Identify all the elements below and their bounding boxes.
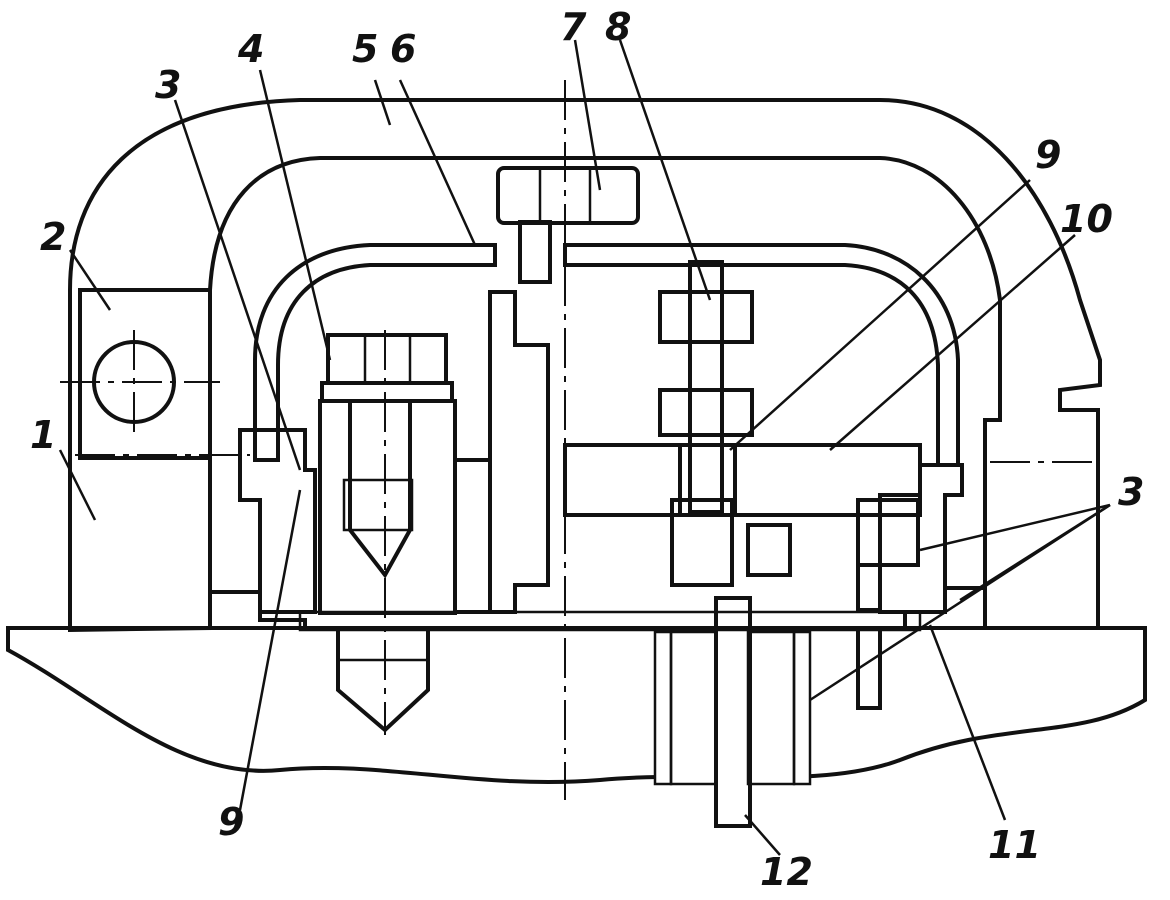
bolt-4-bore bbox=[348, 399, 412, 579]
nut-middle bbox=[658, 388, 754, 437]
label-9-top: 9 bbox=[1035, 133, 1061, 177]
bolt-4-assembly bbox=[318, 330, 457, 735]
bolt-4-head bbox=[326, 333, 448, 385]
insulator-skirt bbox=[453, 458, 492, 614]
label-3-left: 3 bbox=[155, 63, 181, 107]
label-1: 1 bbox=[30, 413, 56, 457]
label-8: 8 bbox=[605, 5, 631, 49]
knob-head bbox=[496, 166, 640, 225]
hinge-boss bbox=[78, 288, 212, 460]
nut-upper bbox=[658, 290, 754, 344]
contact-block bbox=[670, 498, 734, 587]
label-9-bottom: 9 bbox=[218, 800, 244, 844]
label-10: 10 bbox=[1060, 197, 1113, 241]
bolt-4-stud bbox=[318, 399, 457, 615]
callout-labels: 1 2 3 4 5 6 7 8 9 10 3 9 11 12 bbox=[30, 5, 1144, 894]
threaded-hole bbox=[336, 626, 430, 733]
bolt-4-washer bbox=[320, 381, 454, 403]
label-11: 11 bbox=[988, 823, 1041, 867]
stud-8 bbox=[688, 260, 724, 514]
pin-12 bbox=[714, 596, 752, 828]
label-2: 2 bbox=[40, 215, 66, 259]
clamp-screw bbox=[746, 523, 792, 577]
outer-cover bbox=[60, 98, 1102, 633]
terminal-cutout bbox=[678, 443, 737, 517]
label-5: 5 bbox=[352, 27, 378, 71]
central-insulator bbox=[298, 290, 922, 632]
label-3-right: 3 bbox=[1118, 470, 1144, 514]
base-bore bbox=[655, 632, 810, 784]
leader-lines bbox=[58, 39, 1111, 856]
base-plate bbox=[6, 626, 1147, 786]
label-6: 6 bbox=[390, 27, 416, 71]
terminal-plate bbox=[563, 443, 922, 517]
label-4: 4 bbox=[237, 27, 264, 71]
label-12: 12 bbox=[760, 850, 813, 894]
knob-7 bbox=[496, 80, 640, 800]
lead-11 bbox=[856, 563, 882, 612]
gasket-left bbox=[208, 590, 307, 630]
label-7: 7 bbox=[560, 5, 587, 49]
knob-stem bbox=[518, 220, 552, 284]
base-strip bbox=[298, 610, 922, 632]
contact-11 bbox=[856, 498, 920, 567]
inner-cover bbox=[208, 243, 987, 630]
